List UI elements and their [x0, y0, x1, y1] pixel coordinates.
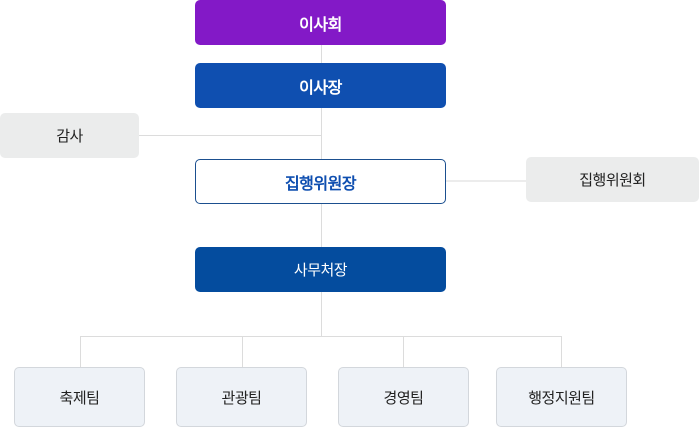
node-executive-committee[interactable]: 집행위원회	[526, 157, 699, 202]
node-executive-chair-label: 집행위원장	[284, 173, 357, 193]
node-audit[interactable]: 감사	[0, 113, 139, 158]
node-chairman[interactable]: 이사장	[195, 63, 446, 108]
connector-team-1	[80, 336, 81, 367]
team-label: 관광팀	[221, 388, 262, 407]
connector-team-3	[403, 336, 404, 367]
node-team-tourism[interactable]: 관광팀	[176, 367, 307, 427]
node-board[interactable]: 이사회	[195, 0, 446, 45]
node-executive-committee-label: 집행위원회	[579, 171, 646, 189]
node-team-management[interactable]: 경영팀	[338, 367, 469, 427]
team-label: 행정지원팀	[528, 388, 595, 407]
node-secretary-general[interactable]: 사무처장	[195, 247, 446, 292]
node-chairman-label: 이사장	[299, 77, 342, 97]
connector-teams-bus	[80, 336, 562, 337]
node-team-admin-support[interactable]: 행정지원팀	[496, 367, 627, 427]
connector-team-2	[242, 336, 243, 367]
connector-team-4	[561, 336, 562, 367]
connector-audit	[139, 135, 321, 136]
node-secretary-general-label: 사무처장	[293, 261, 348, 279]
connector-executive-committee	[446, 180, 526, 182]
team-label: 경영팀	[383, 388, 424, 407]
node-audit-label: 감사	[56, 127, 83, 145]
team-label: 축제팀	[59, 388, 100, 407]
node-board-label: 이사회	[299, 14, 342, 34]
node-team-festival[interactable]: 축제팀	[14, 367, 145, 427]
node-executive-chair[interactable]: 집행위원장	[195, 159, 446, 204]
